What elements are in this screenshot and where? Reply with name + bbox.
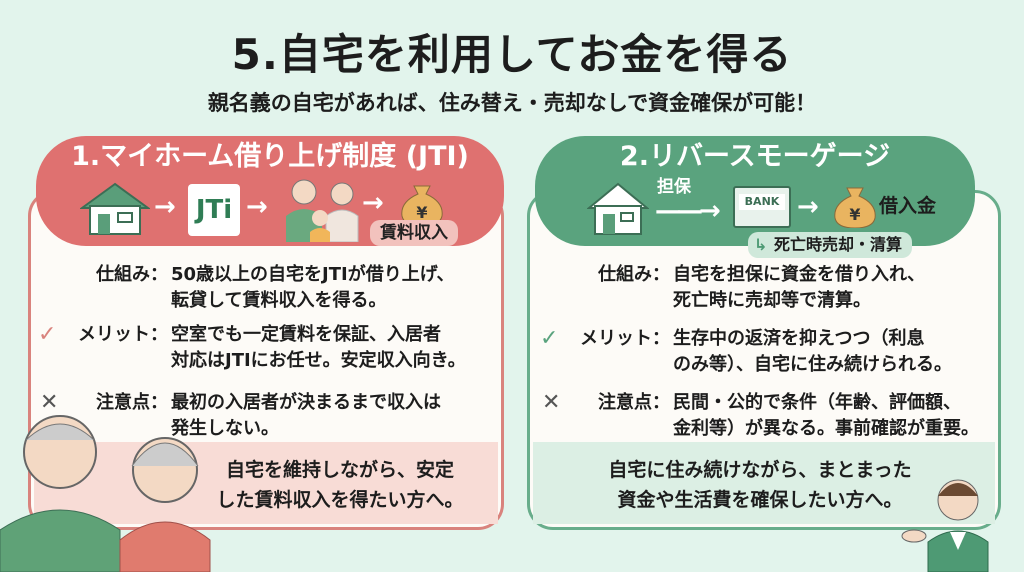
arrow-icon: → (246, 192, 268, 222)
page-subtitle: 親名義の自宅があれば、住み替え・売却なしで資金確保が可能！ (207, 91, 817, 115)
elderly-couple-illustration (0, 415, 211, 572)
collateral-label: 担保 (657, 177, 691, 197)
rent-income-tag: 賃料収入 (370, 220, 458, 246)
reverse-mortgage-heading: 2.リバースモーゲージ (619, 141, 891, 172)
svg-text:¥: ¥ (849, 205, 860, 224)
check-icon: ✓ (540, 326, 559, 351)
arrow-icon: → (797, 192, 819, 222)
jti-card (28, 190, 504, 530)
reverse-mortgage-summary-band (533, 442, 995, 524)
money-bag-icon: ¥ (834, 187, 876, 228)
jti-header: 1.マイホーム借り上げ制度 (JTI) → JTi → → ¥ 賃料収入 (36, 136, 504, 246)
settlement-tag: ↳ 死亡時売却・清算 (748, 232, 913, 258)
rm-summary: 自宅に住み続けながら、まとまった資金や生活費を確保したい方へ。 (608, 459, 912, 511)
turn-arrow-icon: ↳ (754, 235, 768, 254)
jti-merit-row: ✓ メリット： 空室でも一定賃料を保証、入居者対応はJTIにお任せ。安定収入向き… (38, 322, 466, 371)
rm-mechanism-row: 仕組み： 自宅を担保に資金を借り入れ、死亡時に売却等で清算。 (598, 264, 926, 311)
jti-logo: JTi (188, 184, 240, 236)
page-title: 5.自宅を利用してお金を得る (231, 30, 793, 79)
house-icon (587, 182, 649, 235)
advisor-illustration (901, 479, 989, 572)
house-icon (80, 182, 150, 235)
cross-icon: ✕ (542, 390, 561, 415)
rm-caution-row: ✕ 注意点： 民間・公的で条件（年齢、評価額、金利等）が異なる。事前確認が重要。 (542, 390, 979, 439)
rm-merit-row: ✓ メリット： 生存中の返済を抑えつつ（利息のみ等）、自宅に住み続けられる。 (540, 326, 952, 375)
loan-label: 借入金 (879, 195, 937, 217)
jti-mechanism-row: 仕組み： 50歳以上の自宅をJTIが借り上げ、転貸して賃料収入を得る。 (96, 264, 455, 311)
reverse-mortgage-header: 2.リバースモーゲージ 担保 ——→ BANK → ¥ 借入金 (535, 136, 975, 246)
jti-caution-row: ✕ 注意点： 最初の入居者が決まるまで収入は発生しない。 (40, 390, 441, 439)
arrow-icon: → (362, 188, 384, 218)
money-bag-icon: ¥ (401, 185, 443, 226)
long-arrow-icon: ——→ (655, 196, 721, 226)
check-icon: ✓ (38, 322, 57, 347)
arrow-icon: → (154, 192, 176, 222)
jti-summary: 自宅を維持しながら、安定した賃料収入を得たい方へ。 (216, 459, 464, 511)
svg-text:¥: ¥ (416, 203, 427, 222)
family-icon (286, 179, 359, 242)
cross-icon: ✕ (40, 390, 59, 415)
bank-icon: BANK (733, 186, 791, 228)
jti-heading: 1.マイホーム借り上げ制度 (JTI) (71, 141, 469, 172)
jti-summary-band (34, 442, 498, 524)
